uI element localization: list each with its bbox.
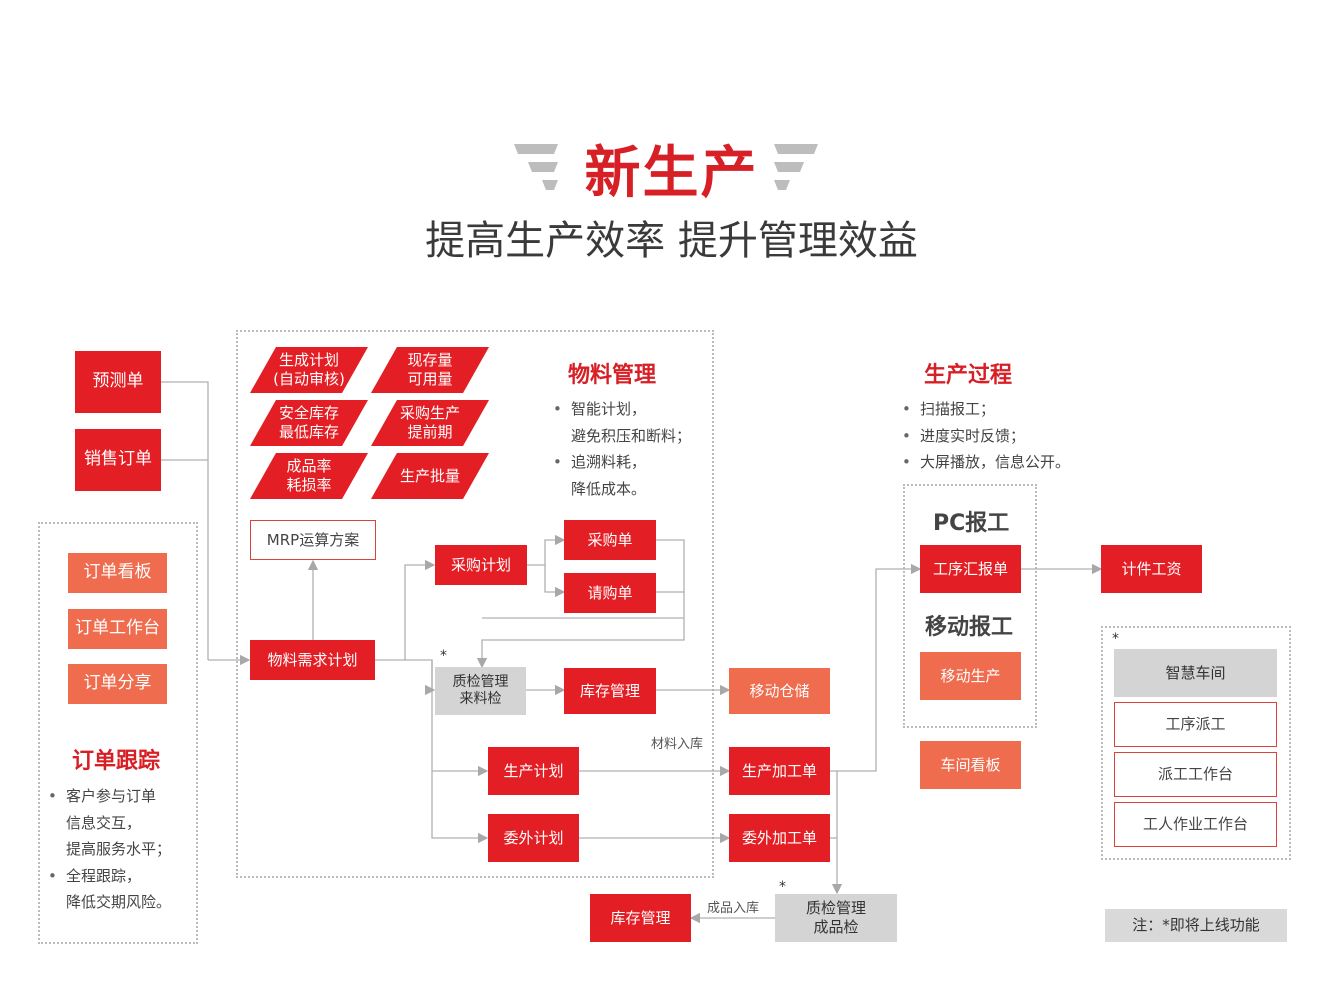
production-process-title: 生产过程: [924, 363, 1013, 388]
order-workbench-box[interactable]: 订单工作台: [68, 609, 167, 649]
param-label: 采购生产 提前期: [399, 404, 460, 441]
process-bullet: 大屏播放，信息公开。: [902, 449, 1102, 476]
smart-workshop-group: [1101, 626, 1291, 860]
outsource-order-box[interactable]: 委外加工单: [729, 814, 830, 862]
smart-workshop-box[interactable]: 智慧车间: [1114, 649, 1277, 697]
param-label: 生产批量: [399, 466, 460, 485]
qc-incoming-box[interactable]: 质检管理 来料检: [435, 667, 526, 715]
param-label: 现存量 可用量: [407, 351, 453, 388]
worker-workbench-box[interactable]: 工人作业工作台: [1114, 802, 1277, 847]
left-decoration-icon: [514, 144, 558, 190]
param-label: 生成计划 (自动审核): [273, 351, 345, 388]
mrp-scheme-box[interactable]: MRP运算方案: [250, 520, 376, 560]
upcoming-marker: *: [440, 648, 447, 664]
outsource-plan-box[interactable]: 委外计划: [488, 814, 579, 862]
process-dispatch-box[interactable]: 工序派工: [1114, 702, 1277, 747]
order-board-box[interactable]: 订单看板: [68, 553, 167, 593]
production-order-box[interactable]: 生产加工单: [729, 747, 830, 795]
material-bullets: 智能计划， 避免积压和断料； 追溯料耗， 降低成本。: [553, 396, 713, 502]
process-bullet: 进度实时反馈；: [902, 423, 1102, 450]
purchase-order-box[interactable]: 采购单: [564, 520, 656, 560]
order-tracking-title: 订单跟踪: [72, 749, 161, 774]
material-in-label: 材料入库: [651, 737, 704, 752]
material-management-title: 物料管理: [568, 363, 657, 388]
piece-wage-box[interactable]: 计件工资: [1101, 545, 1202, 593]
process-bullets: 扫描报工； 进度实时反馈； 大屏播放，信息公开。: [902, 396, 1102, 476]
report-group: [903, 484, 1037, 728]
upcoming-marker: *: [1112, 631, 1119, 647]
order-share-box[interactable]: 订单分享: [68, 664, 167, 704]
upcoming-note: 注：*即将上线功能: [1105, 909, 1287, 942]
right-decoration-icon: [774, 144, 818, 190]
forecast-box[interactable]: 预测单: [75, 351, 161, 413]
dispatch-workbench-box[interactable]: 派工工作台: [1114, 752, 1277, 797]
process-report-box[interactable]: 工序汇报单: [920, 545, 1021, 593]
order-tracking-group: [38, 522, 198, 944]
page-title: 新生产: [584, 141, 759, 206]
finished-inventory-box[interactable]: 库存管理: [590, 894, 691, 942]
finished-in-label: 成品入库: [707, 901, 760, 916]
tracking-bullet: 全程跟踪， 降低交期风险。: [48, 863, 198, 916]
mobile-storage-box[interactable]: 移动仓储: [729, 668, 830, 714]
pc-report-title: PC报工: [933, 511, 1010, 536]
purchase-plan-box[interactable]: 采购计划: [435, 545, 527, 585]
param-label: 成品率 耗损率: [286, 457, 332, 494]
upcoming-marker: *: [779, 879, 786, 895]
material-bullet: 追溯料耗， 降低成本。: [553, 449, 713, 502]
sales-order-box[interactable]: 销售订单: [75, 429, 161, 491]
workshop-board-box[interactable]: 车间看板: [920, 741, 1021, 789]
production-plan-box[interactable]: 生产计划: [488, 747, 579, 795]
page-subtitle: 提高生产效率 提升管理效益: [425, 218, 918, 264]
tracking-bullet: 客户参与订单 信息交互， 提高服务水平；: [48, 783, 198, 863]
qc-finished-box[interactable]: 质检管理 成品检: [775, 894, 897, 942]
material-management-group: [236, 330, 714, 878]
mobile-production-box[interactable]: 移动生产: [920, 652, 1021, 700]
mobile-report-title: 移动报工: [925, 615, 1014, 640]
param-label: 安全库存 最低库存: [278, 404, 339, 441]
inventory-box[interactable]: 库存管理: [564, 668, 656, 714]
order-tracking-bullets: 客户参与订单 信息交互， 提高服务水平； 全程跟踪， 降低交期风险。: [48, 783, 198, 916]
requisition-box[interactable]: 请购单: [564, 573, 656, 613]
process-bullet: 扫描报工；: [902, 396, 1102, 423]
material-requirement-plan-box[interactable]: 物料需求计划: [250, 640, 375, 680]
material-bullet: 智能计划， 避免积压和断料；: [553, 396, 713, 449]
